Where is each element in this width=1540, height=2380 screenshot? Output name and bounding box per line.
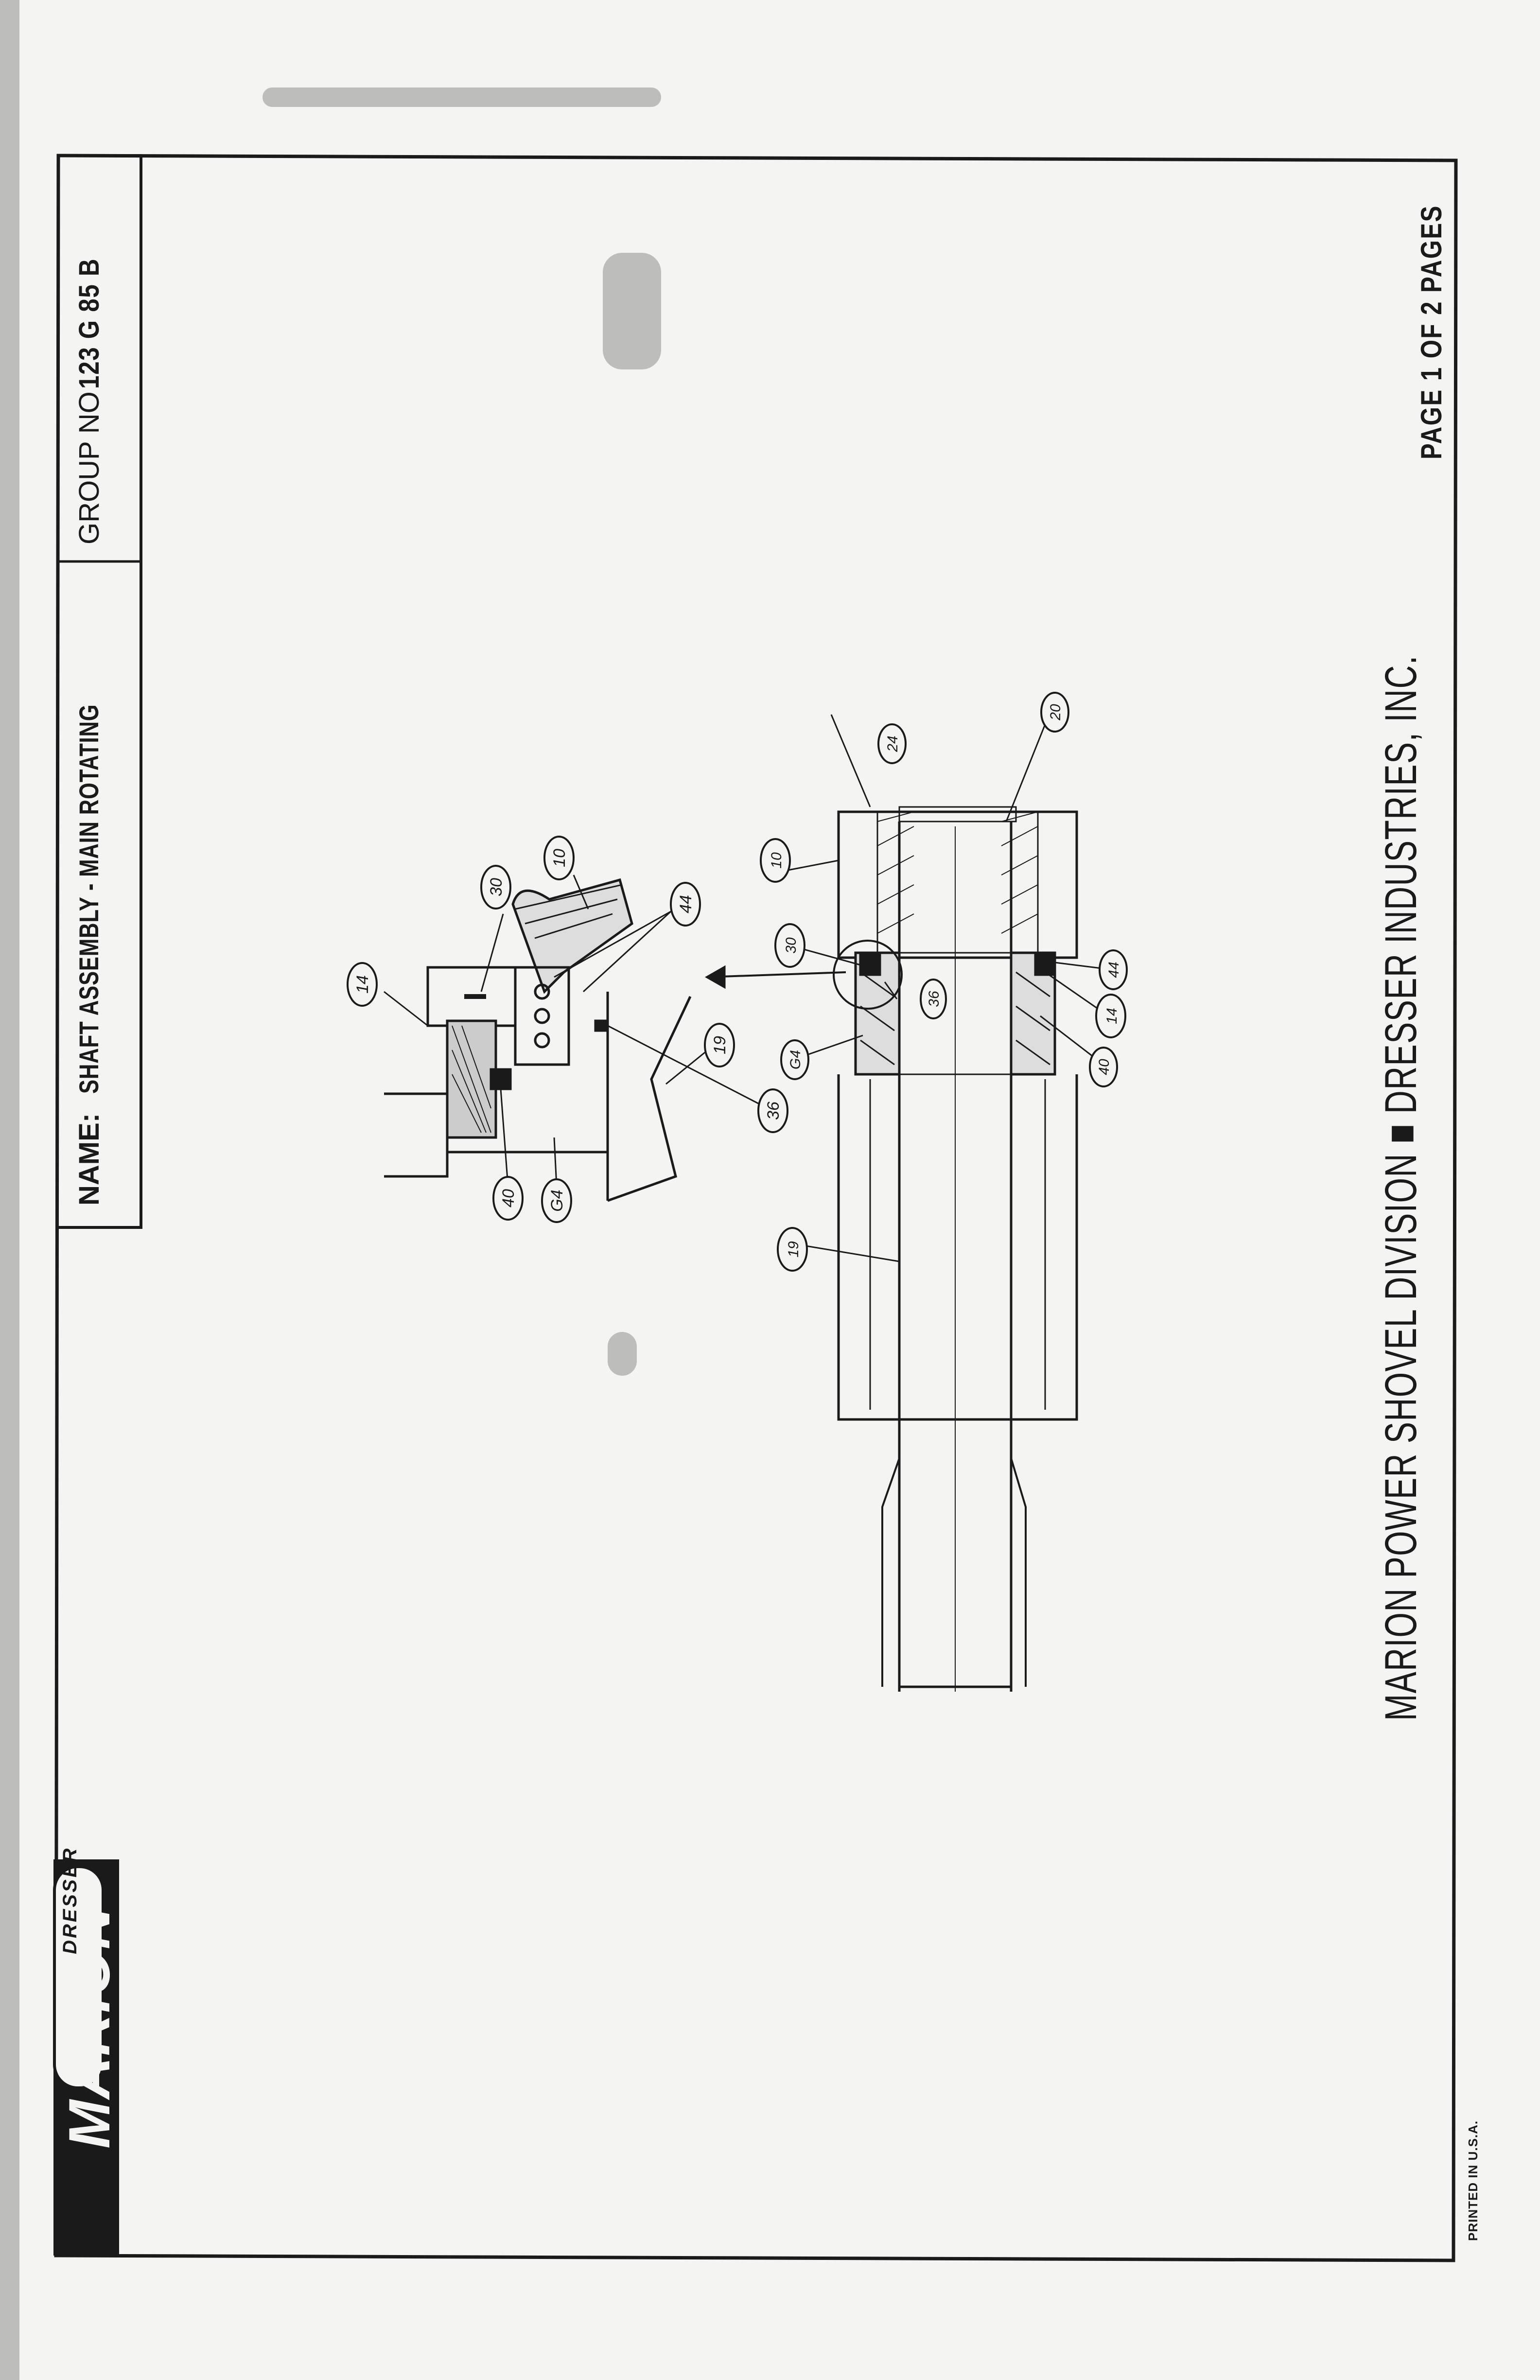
callout-label: 20 xyxy=(1048,704,1064,721)
callout-balloon xyxy=(541,1178,572,1223)
page-indicator: PAGE 1 OF 2 PAGES xyxy=(1415,205,1448,459)
printed-in-label: PRINTED IN U.S.A. xyxy=(1466,2120,1480,2241)
callout-label: 40 xyxy=(1096,1059,1112,1075)
callout-label: 30 xyxy=(487,878,506,896)
callout-label: 10 xyxy=(550,849,569,867)
callout-label: 36 xyxy=(926,991,942,1007)
callout-label: 44 xyxy=(1106,962,1122,978)
callout-balloon xyxy=(920,979,947,1019)
callout-label: 24 xyxy=(885,735,901,752)
name-label: NAME: xyxy=(73,1113,105,1206)
title-block-border xyxy=(58,154,142,1229)
company-footer: MARION POWER SHOVEL DIVISION ■ DRESSER I… xyxy=(1376,655,1426,1721)
callout-balloon xyxy=(760,838,791,883)
drawing-title: SHAFT ASSEMBLY - MAIN ROTATING xyxy=(73,704,104,1094)
callout-label: 19 xyxy=(786,1241,802,1258)
dresser-oval xyxy=(53,1865,105,2089)
callout-balloon xyxy=(347,962,378,1007)
callout-balloon xyxy=(670,882,701,927)
callout-balloon xyxy=(1040,692,1069,733)
scan-smudge xyxy=(603,253,661,369)
detail-callout-labels: 14 30 10 44 19 36 40 G4 xyxy=(353,849,783,1212)
callout-balloon xyxy=(877,723,907,764)
callout-label: 40 xyxy=(499,1189,518,1208)
main-view xyxy=(775,714,1114,1692)
detail-callouts xyxy=(347,836,788,1223)
callout-label: 14 xyxy=(1104,1008,1120,1024)
group-number-label: GROUP NO xyxy=(73,391,105,544)
callout-label: 36 xyxy=(764,1102,783,1120)
callout-balloon xyxy=(777,1227,808,1272)
callout-label: 30 xyxy=(783,937,799,954)
scan-smudge xyxy=(262,88,661,107)
detail-view xyxy=(384,875,846,1202)
callout-balloon xyxy=(492,1176,524,1221)
group-number-value: 123 G 85 B xyxy=(73,258,105,389)
callout-label: 14 xyxy=(353,975,372,994)
sheet-border xyxy=(54,154,1458,2262)
callout-label: 44 xyxy=(677,895,695,913)
callout-balloon xyxy=(704,1023,735,1068)
callout-label: 10 xyxy=(769,852,785,869)
dresser-logo: DRESSER xyxy=(59,1846,81,1954)
callout-label: 19 xyxy=(711,1036,729,1054)
callout-balloon xyxy=(480,865,511,910)
main-callout-labels: 24 20 10 30 36 44 14 40 G4 19 xyxy=(769,704,1122,1258)
callout-balloon xyxy=(543,836,575,880)
main-callouts xyxy=(760,692,1128,1272)
callout-balloon xyxy=(780,1039,809,1080)
callout-balloon xyxy=(1089,1047,1118,1087)
callout-label: G4 xyxy=(548,1190,566,1211)
callout-balloon xyxy=(774,923,805,968)
scan-edge xyxy=(0,0,19,2380)
callout-balloon xyxy=(1099,949,1128,990)
scan-smudge xyxy=(608,1332,637,1376)
callout-label: G4 xyxy=(788,1050,804,1069)
callout-balloon xyxy=(1095,994,1126,1038)
callout-balloon xyxy=(757,1088,788,1133)
